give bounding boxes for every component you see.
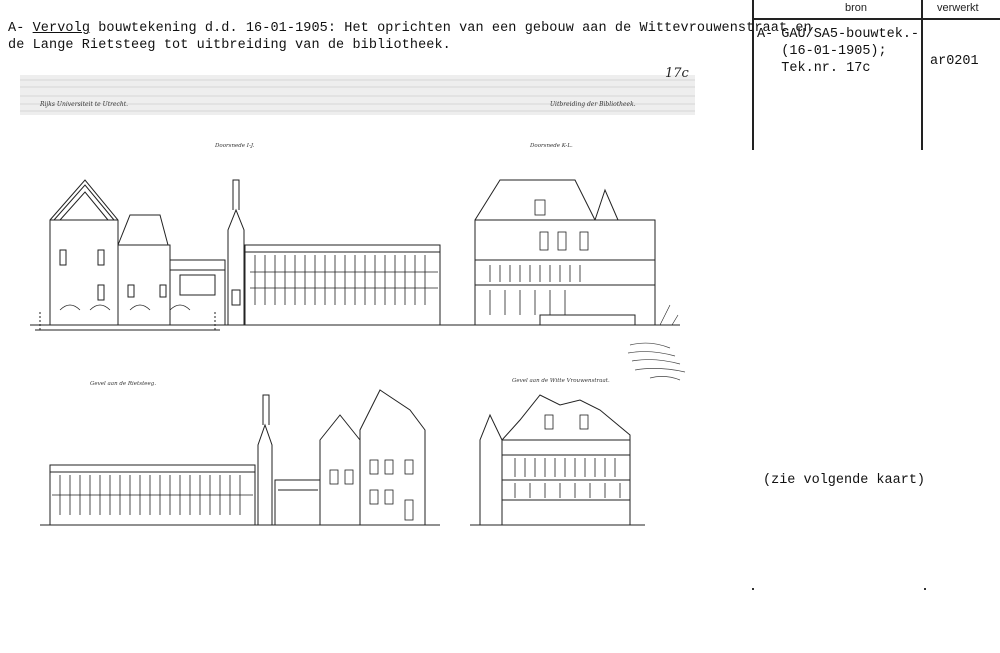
sheet-header-band: [20, 75, 695, 115]
approval-stamp: [627, 342, 686, 381]
label-elevation-2: Gevel aan de Witte Vrouwenstraat.: [512, 378, 610, 384]
entry-prefix: A-: [8, 21, 25, 36]
label-section-1: Doorsnede I-J.: [214, 143, 255, 149]
column-header-bron: bron: [845, 2, 868, 14]
column-divider-right: [921, 0, 923, 150]
elevation-drawing-2: [470, 394, 645, 526]
bron-line-1: A- GAU/SA5-bouwtek.-: [757, 27, 920, 42]
corner-mark: [752, 588, 754, 590]
section-drawing-2: [460, 179, 680, 326]
drawing-svg: 17c Rijks Universiteit te Utrecht. Uitbr…: [20, 66, 695, 526]
sheet-title-right: Uitbreiding der Bibliotheek.: [550, 101, 636, 108]
section-drawing-1: [30, 179, 460, 331]
entry-line1: bouwtekening d.d. 16-01-1905: Het oprich…: [90, 21, 812, 36]
column-header-verwerkt: verwerkt: [937, 2, 979, 14]
verwerkt-code: ar0201: [930, 54, 979, 69]
label-elevation-1: Gevel aan de Rietsteeg.: [90, 381, 156, 387]
bron-reference: A- GAU/SA5-bouwtek.- (16-01-1905); Tek.n…: [757, 26, 919, 77]
corner-mark: [924, 588, 926, 590]
header-divider: [752, 18, 1000, 20]
header-texture: [20, 79, 695, 112]
entry-line2: de Lange Rietsteeg tot uitbreiding van d…: [8, 38, 451, 53]
architectural-drawing: 17c Rijks Universiteit te Utrecht. Uitbr…: [20, 60, 720, 590]
bron-line-2: (16-01-1905);: [757, 44, 887, 59]
column-divider-left: [752, 0, 754, 150]
entry-underlined-word: Vervolg: [32, 21, 91, 36]
elevation-drawing-1: [40, 389, 440, 526]
bron-line-3: Tek.nr. 17c: [757, 61, 871, 76]
sheet-title-left: Rijks Universiteit te Utrecht.: [39, 101, 128, 108]
entry-description: A- Vervolg bouwtekening d.d. 16-01-1905:…: [8, 20, 812, 54]
sheet-number: 17c: [665, 66, 690, 81]
continuation-note: (zie volgende kaart): [763, 473, 926, 488]
label-section-2: Doorsnede K-L.: [529, 143, 573, 149]
